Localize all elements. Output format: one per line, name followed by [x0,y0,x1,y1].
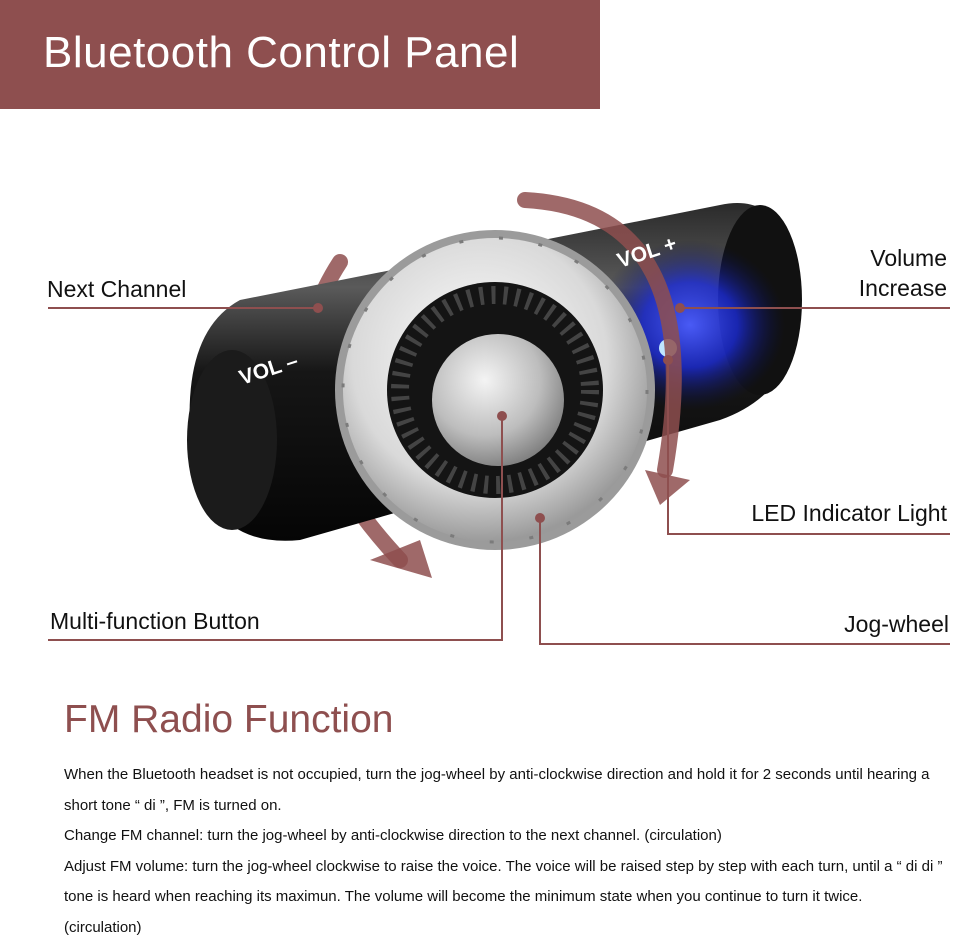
fm-section-title: FM Radio Function [64,698,393,742]
callout-multi-function: Multi-function Button [50,606,260,636]
callout-next-channel: Next Channel [47,274,186,304]
fm-section-body: When the Bluetooth headset is not occupi… [64,760,944,943]
fm-paragraph: When the Bluetooth headset is not occupi… [64,760,944,821]
device-illustration: VOL – VOL + [0,0,953,700]
callout-volume-increase-line2: Increase [859,273,947,303]
fm-paragraph: Change FM channel: turn the jog-wheel by… [64,821,944,852]
callout-jog-wheel: Jog-wheel [844,609,949,639]
fm-paragraph: Adjust FM volume: turn the jog-wheel clo… [64,852,944,943]
multi-function-button [432,334,564,466]
callout-led-indicator: LED Indicator Light [751,498,947,528]
callout-volume-increase-line1: Volume [870,243,947,273]
